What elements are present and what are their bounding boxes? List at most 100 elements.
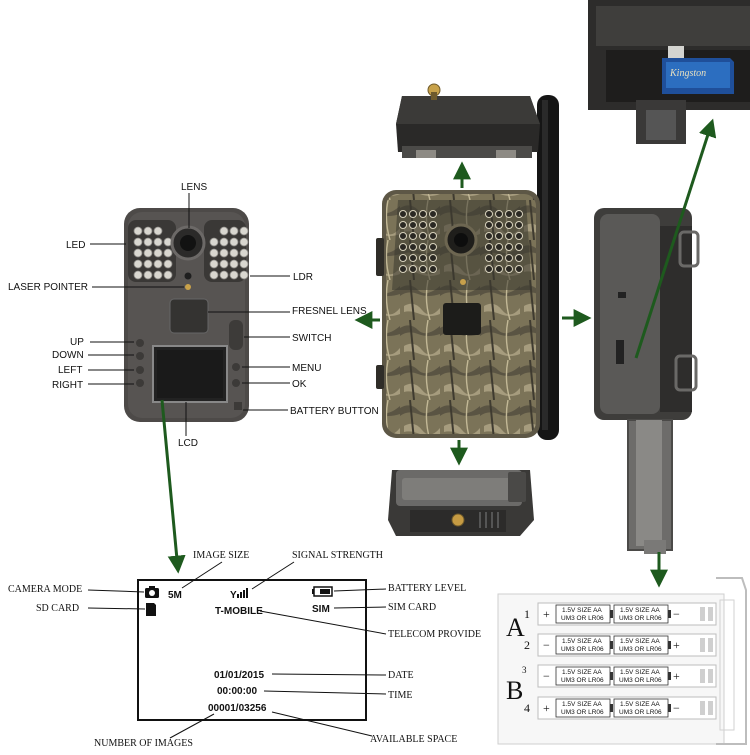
camo-led-icon bbox=[429, 254, 437, 262]
camo-led-icon bbox=[485, 232, 493, 240]
led-icon bbox=[229, 270, 239, 280]
led-icon bbox=[153, 248, 163, 258]
camo-led-icon bbox=[419, 243, 427, 251]
battery-group-a: A bbox=[506, 613, 525, 642]
led-icon bbox=[219, 259, 229, 269]
led-icon bbox=[143, 248, 153, 258]
laser-pointer-dot bbox=[185, 284, 191, 290]
led-icon bbox=[239, 259, 249, 269]
battery-row-index: 3 bbox=[522, 665, 527, 675]
arrow-to-sd-slot bbox=[634, 118, 717, 359]
up-button[interactable] bbox=[136, 339, 144, 347]
battery-spec-line2: UM3 OR LR06 bbox=[619, 677, 662, 684]
polarity-mark: + bbox=[543, 701, 550, 715]
bottom-view bbox=[388, 470, 534, 536]
label-switch: SWITCH bbox=[292, 333, 331, 344]
camo-led-icon bbox=[409, 254, 417, 262]
ok-button[interactable] bbox=[232, 379, 240, 387]
camo-led-icon bbox=[485, 210, 493, 218]
camo-led-icon bbox=[419, 254, 427, 262]
camo-led-icon bbox=[505, 265, 513, 273]
battery-spec-line2: UM3 OR LR06 bbox=[561, 615, 604, 622]
camo-led-icon bbox=[409, 210, 417, 218]
camo-led-icon bbox=[399, 232, 407, 240]
signal-strength-icon: Y bbox=[230, 588, 248, 601]
battery-spec-line2: UM3 OR LR06 bbox=[619, 709, 662, 716]
led-icon bbox=[143, 259, 153, 269]
lcd-image-size-value: 5M bbox=[168, 590, 182, 601]
label-sim-card: SIM CARD bbox=[388, 602, 436, 613]
camo-led-icon bbox=[429, 210, 437, 218]
led-icon bbox=[143, 270, 153, 280]
led-icon bbox=[219, 270, 229, 280]
left-button[interactable] bbox=[136, 366, 144, 374]
camo-led-icon bbox=[419, 265, 427, 273]
camo-led-icon bbox=[495, 243, 503, 251]
battery-spec-line1: 1.5V SIZE AA bbox=[620, 607, 660, 614]
camo-led-icon bbox=[409, 232, 417, 240]
label-signal-strength: SIGNAL STRENGTH bbox=[292, 550, 383, 561]
right-button[interactable] bbox=[136, 379, 144, 387]
battery-spec-line2: UM3 OR LR06 bbox=[561, 646, 604, 653]
switch-slider[interactable] bbox=[229, 320, 243, 350]
camo-led-icon bbox=[485, 254, 493, 262]
polarity-mark: + bbox=[673, 638, 680, 652]
camo-led-icon bbox=[429, 243, 437, 251]
camo-led-icon bbox=[515, 232, 523, 240]
down-button[interactable] bbox=[136, 352, 144, 360]
led-icon bbox=[133, 248, 143, 258]
label-battery-level: BATTERY LEVEL bbox=[388, 583, 466, 594]
battery-button[interactable] bbox=[234, 402, 242, 410]
camo-led-icon bbox=[429, 232, 437, 240]
front-view-camera bbox=[124, 208, 249, 422]
battery-spec-line1: 1.5V SIZE AA bbox=[620, 669, 660, 676]
label-laser-pointer: LASER POINTER bbox=[8, 282, 88, 293]
label-number-of-images: NUMBER OF IMAGES bbox=[94, 738, 193, 749]
camo-led-icon bbox=[515, 243, 523, 251]
camo-led-icon bbox=[515, 265, 523, 273]
lcd-date: 01/01/2015 bbox=[214, 670, 264, 681]
battery-spec-line1: 1.5V SIZE AA bbox=[620, 638, 660, 645]
camo-led-icon bbox=[505, 243, 513, 251]
camo-led-icon bbox=[495, 232, 503, 240]
label-ok: OK bbox=[292, 379, 307, 390]
camo-led-icon bbox=[419, 232, 427, 240]
side-view-open bbox=[594, 208, 700, 554]
led-icon bbox=[153, 259, 163, 269]
battery-spec-line2: UM3 OR LR06 bbox=[561, 709, 604, 716]
camo-led-icon bbox=[399, 210, 407, 218]
camo-led-icon bbox=[409, 265, 417, 273]
label-led: LED bbox=[66, 240, 85, 251]
label-up: UP bbox=[70, 337, 84, 348]
lcd-labels: IMAGE SIZE SIGNAL STRENGTH CAMERA MODE S… bbox=[8, 550, 481, 749]
label-down: DOWN bbox=[52, 350, 84, 361]
camo-led-icon bbox=[419, 210, 427, 218]
label-image-size: IMAGE SIZE bbox=[193, 550, 249, 561]
led-icon bbox=[209, 270, 219, 280]
battery-spec-line2: UM3 OR LR06 bbox=[561, 677, 604, 684]
camo-led-icon bbox=[505, 210, 513, 218]
camo-led-icon bbox=[495, 254, 503, 262]
menu-button[interactable] bbox=[232, 363, 240, 371]
label-lcd: LCD bbox=[178, 438, 198, 449]
label-menu: MENU bbox=[292, 363, 321, 374]
battery-spec-line2: UM3 OR LR06 bbox=[619, 646, 662, 653]
battery-row-index: 4 bbox=[524, 701, 530, 715]
led-icon bbox=[229, 248, 239, 258]
sd-card-icon bbox=[146, 603, 156, 616]
battery-level-icon bbox=[312, 586, 333, 597]
camo-led-icon bbox=[505, 232, 513, 240]
camo-led-icon bbox=[495, 265, 503, 273]
battery-spec-line1: 1.5V SIZE AA bbox=[562, 607, 602, 614]
camo-led-icon bbox=[495, 221, 503, 229]
lcd-time: 00:00:00 bbox=[217, 686, 257, 697]
label-camera-mode: CAMERA MODE bbox=[8, 584, 82, 595]
